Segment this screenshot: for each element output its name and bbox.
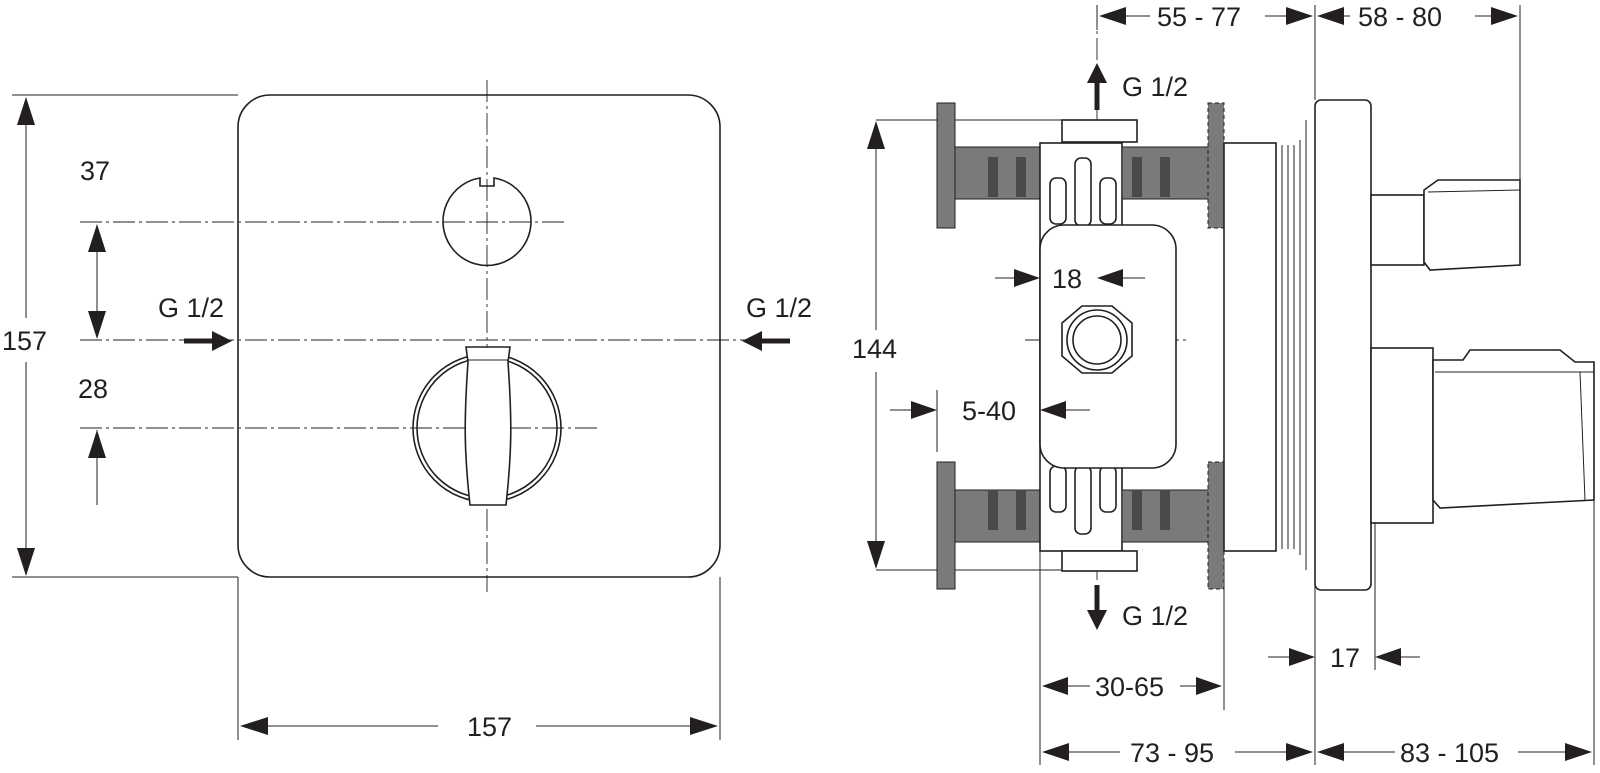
dim-17-arrow-right	[1375, 648, 1401, 666]
front-width-label: 157	[467, 712, 512, 742]
slot-4	[1049, 465, 1067, 513]
front-height-label: 157	[2, 326, 47, 356]
slot-5	[1074, 465, 1092, 535]
dim-3065-arrow-right	[1196, 677, 1222, 695]
trim-plate-side	[1314, 99, 1372, 591]
thread-mark-4	[1016, 490, 1026, 530]
range-b-arrow-left	[1317, 7, 1344, 25]
outlet-bottom-label: G 1/2	[1122, 601, 1188, 631]
top-range-a-label: 55 - 77	[1157, 2, 1241, 32]
upper-knob-stem	[1370, 194, 1425, 266]
inlet-right-label: G 1/2	[746, 293, 812, 323]
thread-mark-8	[1160, 490, 1170, 530]
lower-offset-label: 28	[78, 374, 108, 404]
top-range-b-label: 58 - 80	[1358, 2, 1442, 32]
slot-1	[1049, 177, 1067, 225]
upper-knob-edge	[1427, 189, 1521, 193]
lower-lever-side	[1432, 349, 1595, 509]
front-cover-plate	[237, 94, 721, 578]
dim-540-arrow-right	[1040, 401, 1066, 419]
thread-mark-6	[1160, 157, 1170, 197]
thread-mark-5	[1132, 157, 1142, 197]
bottom-range-a-label: 73 - 95	[1130, 738, 1214, 768]
dim-144-arrow-bottom	[867, 541, 885, 569]
upper-knob-side	[1423, 179, 1521, 271]
inlet-right-arrow	[742, 331, 762, 351]
range-b-arrow-right	[1491, 7, 1518, 25]
thread-mark-2	[1016, 157, 1026, 197]
upper-offset-label: 37	[80, 156, 110, 186]
range-a-arrow-right	[1286, 7, 1313, 25]
range-c-arrow-left	[1042, 743, 1069, 761]
range-c-arrow-right	[1286, 743, 1313, 761]
pipe-stub-top	[954, 146, 1046, 200]
left-flange-top	[936, 102, 956, 229]
range-a-arrow-left	[1099, 7, 1126, 25]
dim-144-arrow-top	[867, 121, 885, 149]
offset-37-arrow-bottom	[88, 311, 106, 339]
inlet-left-arrow	[212, 331, 232, 351]
height-arrow-bottom	[17, 548, 35, 576]
pipe-stub-bottom	[954, 489, 1046, 543]
side-height-label: 144	[852, 334, 897, 364]
body-range-label: 30-65	[1095, 672, 1164, 702]
bottom-range-b-label: 83 - 105	[1400, 738, 1499, 768]
height-arrow-top	[17, 97, 35, 125]
side-view: 55 - 77 58 - 80 G 1/2 G 1/2 144 18 5-40	[852, 2, 1595, 768]
flange-dashed-bottom	[1207, 461, 1225, 590]
flange-dashed-top	[1207, 102, 1225, 229]
housing-threads	[1275, 120, 1307, 570]
port-outer-ring	[1066, 309, 1128, 371]
lower-lever-tip	[1579, 371, 1586, 501]
front-view: 157 157 37 28 G 1/2 G 1/2	[2, 80, 812, 742]
thermostat-lever	[464, 346, 512, 506]
width-arrow-right	[690, 717, 718, 735]
adjust-label: 5-40	[962, 396, 1016, 426]
slot-3	[1099, 177, 1117, 225]
trim-label: 17	[1330, 643, 1360, 673]
slot-2	[1074, 157, 1092, 227]
thread-mark-7	[1132, 490, 1142, 530]
port-width-label: 18	[1052, 264, 1082, 294]
inlet-left-label: G 1/2	[158, 293, 224, 323]
dim-18-arrow-right	[1097, 269, 1123, 287]
mounting-housing	[1223, 142, 1277, 552]
dim-17-arrow-left	[1289, 648, 1315, 666]
dim-18-arrow-left	[1014, 269, 1040, 287]
outlet-bottom-arrow	[1087, 610, 1107, 630]
dim-3065-arrow-left	[1042, 677, 1068, 695]
offset-37-arrow-top	[88, 224, 106, 252]
range-d-arrow-left	[1317, 743, 1344, 761]
port-inner-ring	[1072, 315, 1122, 365]
diverter-knob	[442, 177, 532, 267]
outlet-top-arrow	[1087, 63, 1107, 83]
slot-6	[1099, 465, 1117, 513]
bottom-nut	[1061, 550, 1138, 572]
top-nut	[1061, 119, 1138, 143]
outlet-top-label: G 1/2	[1122, 72, 1188, 102]
range-d-arrow-right	[1565, 743, 1592, 761]
dim-540-arrow-left	[911, 401, 937, 419]
thread-mark-1	[988, 157, 998, 197]
lower-knob-stem	[1370, 347, 1434, 524]
offset-28-arrow	[88, 430, 106, 458]
thread-mark-3	[988, 490, 998, 530]
width-arrow-left	[240, 717, 268, 735]
left-flange-bottom	[936, 461, 956, 590]
